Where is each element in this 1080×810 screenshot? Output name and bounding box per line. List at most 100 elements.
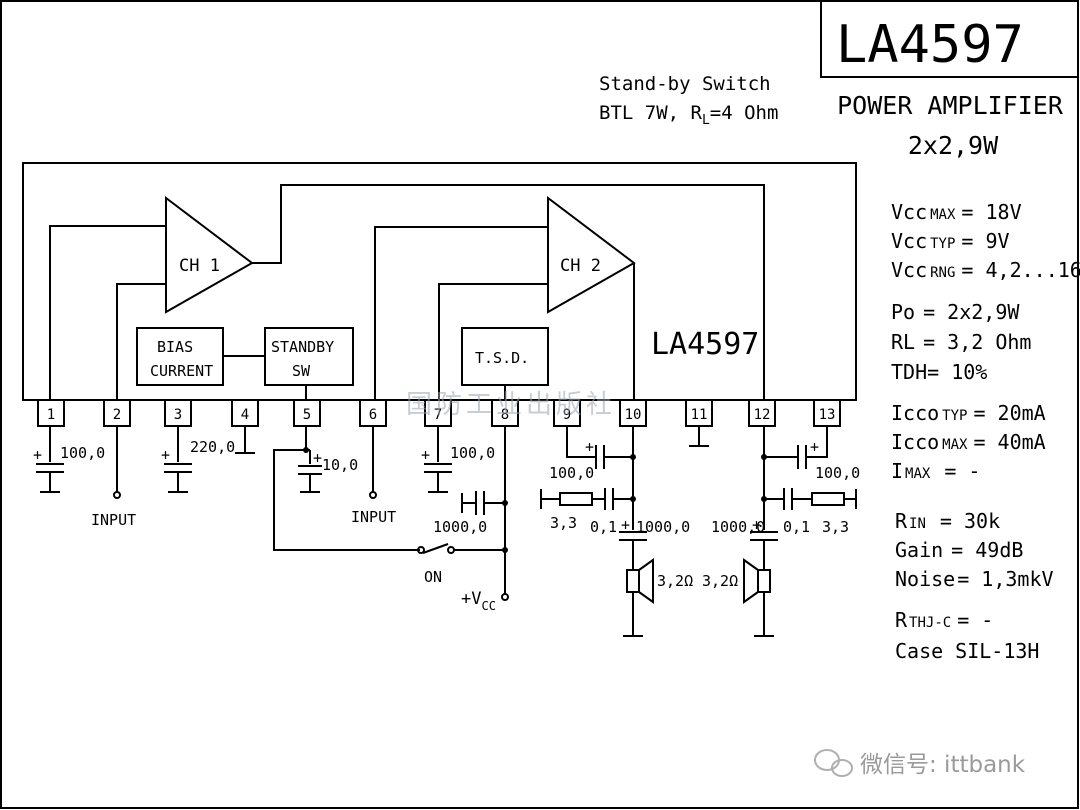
pin3-capacitor [164,426,192,493]
standby-switch[interactable] [422,543,449,554]
pin-number: 11 [691,407,708,423]
ic-name-label: LA4597 [651,327,759,362]
wechat-watermark: 微信号: ittbank [860,752,1026,778]
pin8-decoupling-capacitor [461,491,505,515]
svg-text:+: + [313,449,322,467]
c-zobel-right-value: 0,1 [783,518,810,536]
bias-label-line1: BIAS [157,338,193,356]
pin9-wire [566,426,596,458]
spec-line: TDH= 10% [891,360,987,384]
c-zobel-left-value: 0,1 [590,518,617,536]
pin-number: 13 [819,407,836,423]
standby-switch-wire [273,449,420,551]
svg-text:+: + [752,516,761,534]
ch1-wire-pin1 [49,225,166,400]
c-pin3-value: 220,0 [190,438,235,456]
input-right-label: INPUT [351,508,396,526]
pin-number: 9 [563,407,571,423]
pin1-capacitor [36,426,64,493]
description-line1: POWER AMPLIFIER [837,91,1064,120]
zobel-right [764,488,857,510]
bias-label-line2: CURRENT [150,362,213,380]
r-right-value: 3,3 [822,518,849,536]
spec-line: Noise= 1,3mkV [895,567,1054,591]
junction-dots [303,447,767,553]
ch2-label: CH 2 [560,256,601,276]
pin-number: 7 [434,407,442,423]
component-values: 100,0 220,0 10,0 INPUT INPUT 100,0 1000,… [60,438,860,613]
svg-text:+: + [33,446,42,464]
pin-number: 4 [241,407,249,423]
c-pin9-value: 100,0 [549,464,594,482]
speaker-right [743,558,774,637]
pin-numbers: 1 2 3 4 5 6 7 8 9 10 11 12 13 [47,407,836,423]
note-btl: BTL 7W, RL=4 Ohm [599,102,778,128]
pin11-ground [689,426,709,447]
svg-text:+: + [810,438,819,456]
tsd-label: T.S.D. [475,349,529,367]
c-pin5-value: 10,0 [322,456,358,474]
speaker-left [623,558,654,637]
standby-label-line1: STANDBY [271,338,334,356]
ch1-output-wire [252,184,765,400]
ch1-amplifier [165,195,254,314]
switch-contact-left [417,546,425,554]
pin9-capacitor [595,445,633,469]
svg-text:+: + [161,446,170,464]
vcc-label: +VCC [461,589,496,613]
ch2-amplifier [547,195,636,314]
standby-label-line2: SW [292,362,311,380]
input-right-terminal [369,491,377,499]
spec-line: Po= 2x2,9W [891,300,1020,324]
spec-line: RL= 3,2 Ohm [891,330,1031,354]
polarity-marks: + + + + + + + + [33,438,819,534]
switch-label: ON [424,568,442,586]
ch1-wire-pin2 [116,283,166,400]
output-capacitor-left [619,531,647,570]
svg-text:+: + [421,446,430,464]
spk-left-value: 3,2Ω [657,572,693,590]
c-out-right-value: 1000,0 [711,518,765,536]
c-out-left-value: 1000,0 [636,518,690,536]
c-pin8-value: 1000,0 [433,518,487,536]
r-left-value: 3,3 [550,514,577,532]
zobel-left [540,488,633,510]
wechat-icon [814,749,853,777]
vcc-terminal [501,593,509,601]
pin-number: 8 [501,407,509,423]
ch2-wire-pin7 [438,283,548,400]
pin-number: 1 [47,407,55,423]
spk-right-value: 3,2Ω [702,572,738,590]
ch2-wire-pin6 [374,226,548,400]
pin-number: 10 [625,407,642,423]
c-pin7-value: 100,0 [450,444,495,462]
pin-number: 5 [303,407,311,423]
pin-number: 3 [174,407,182,423]
input-left-terminal [113,491,121,499]
c-pin1-value: 100,0 [60,444,105,462]
pin4-ground [235,426,255,454]
pin-number: 12 [754,407,771,423]
description-line2: 2x2,9W [908,131,999,160]
c-pin13-value: 100,0 [815,464,860,482]
svg-text:+: + [621,516,630,534]
switch-contact-right [447,546,455,554]
pin5-capacitor [298,426,322,493]
svg-text:+: + [585,438,594,456]
spec-line: Gain= 49dB [895,538,1023,562]
publisher-watermark: 国防工业出版社 [406,390,616,420]
pin7-capacitor [424,426,452,493]
pin-number: 6 [369,407,377,423]
ch1-label: CH 1 [179,256,220,276]
